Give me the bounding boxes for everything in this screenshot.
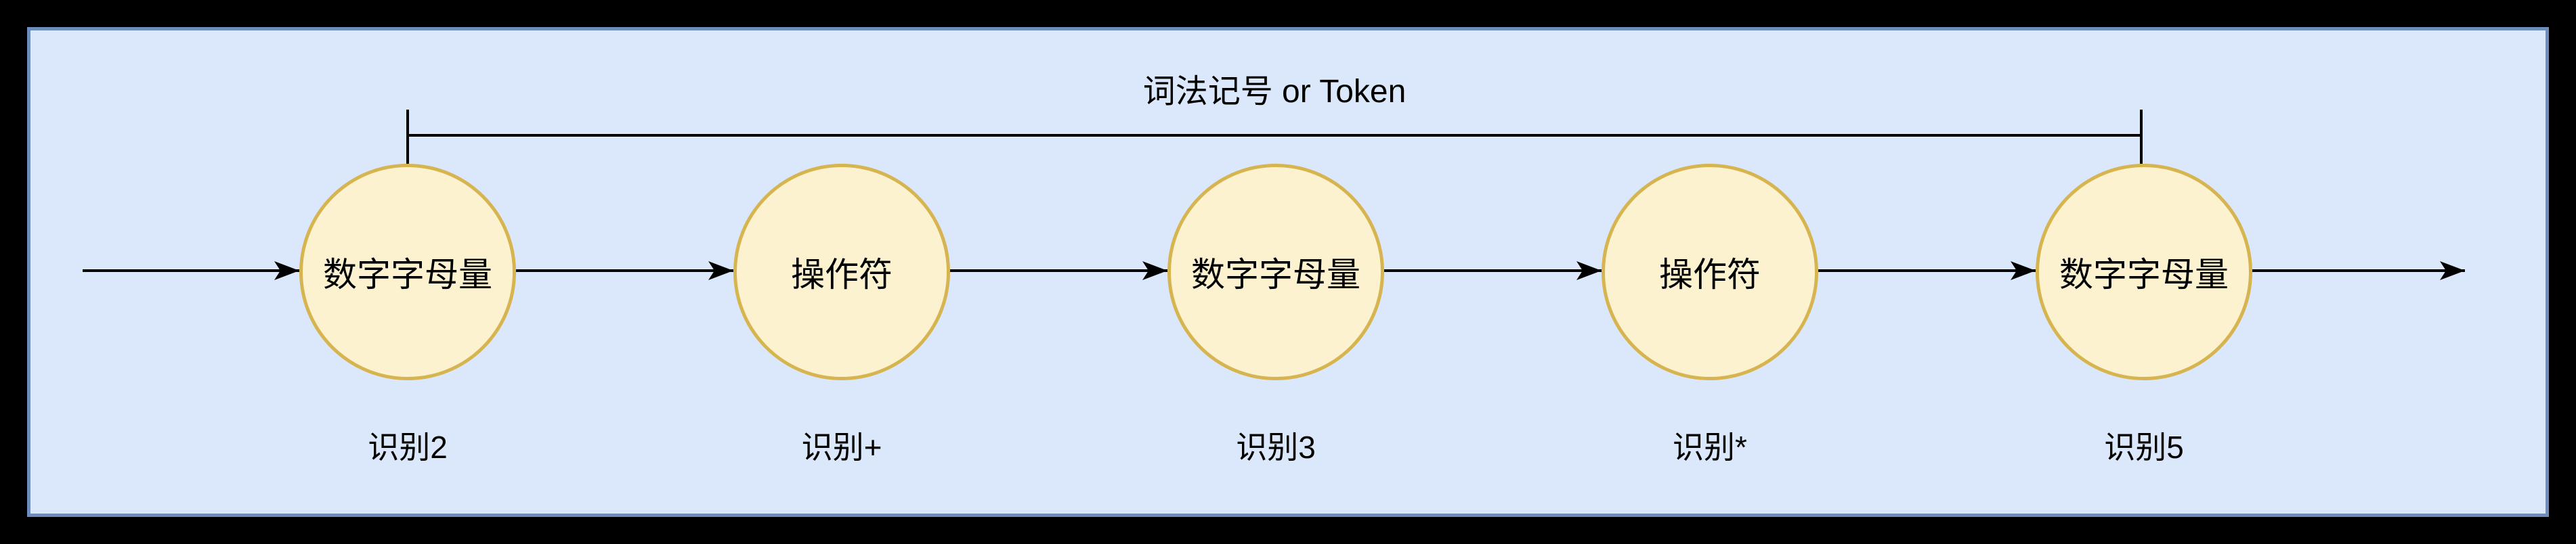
state-node-5: 数字字母量 xyxy=(2036,164,2252,380)
state-node-5-caption: 识别5 xyxy=(2104,430,2184,465)
state-node-4-label: 操作符 xyxy=(1659,256,1761,294)
state-node-4: 操作符 xyxy=(1602,164,1818,380)
diagram-title: 词法记号 or Token xyxy=(1142,74,1407,110)
state-node-1-label: 数字字母量 xyxy=(323,256,492,294)
state-node-3-label: 数字字母量 xyxy=(1191,256,1360,294)
state-node-4-caption: 识别* xyxy=(1673,430,1747,465)
state-node-3: 数字字母量 xyxy=(1167,164,1384,380)
state-node-2: 操作符 xyxy=(733,164,950,380)
state-node-1: 数字字母量 xyxy=(299,164,516,380)
state-node-1-caption: 识别2 xyxy=(368,430,448,465)
state-node-2-caption: 识别+ xyxy=(801,430,882,465)
state-node-2-label: 操作符 xyxy=(791,256,893,294)
state-node-5-label: 数字字母量 xyxy=(2059,256,2229,294)
state-node-3-caption: 识别3 xyxy=(1236,430,1316,465)
